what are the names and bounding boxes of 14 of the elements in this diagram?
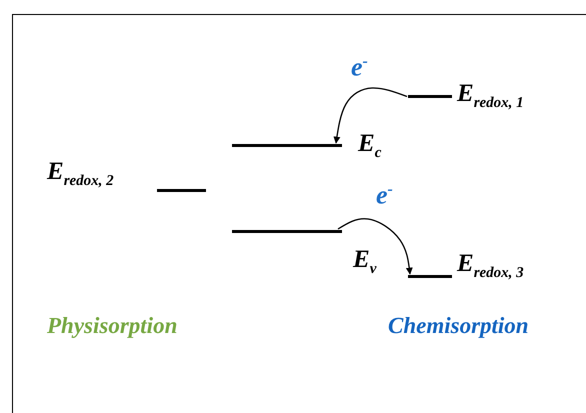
energy-level-label: E$_{c}$ bbox=[358, 130, 382, 162]
energy-level-label: E$_{redox, 1}$ bbox=[457, 80, 524, 112]
energy-level-label: E$_{v}$ bbox=[353, 246, 376, 278]
energy-level-line bbox=[232, 144, 342, 147]
region-label: Chemisorption bbox=[388, 313, 529, 338]
energy-level-line bbox=[408, 95, 452, 98]
curved-arrow bbox=[338, 218, 413, 275]
energy-level-line bbox=[232, 230, 342, 233]
energy-level-line bbox=[408, 275, 452, 278]
energy-level-label: E$_{redox, 3}$ bbox=[457, 250, 524, 282]
region-label: Physisorption bbox=[47, 313, 178, 338]
energy-level-line bbox=[157, 189, 206, 192]
curved-arrow bbox=[333, 87, 408, 144]
energy-level-label: E$_{redox, 2}$ bbox=[47, 158, 114, 190]
